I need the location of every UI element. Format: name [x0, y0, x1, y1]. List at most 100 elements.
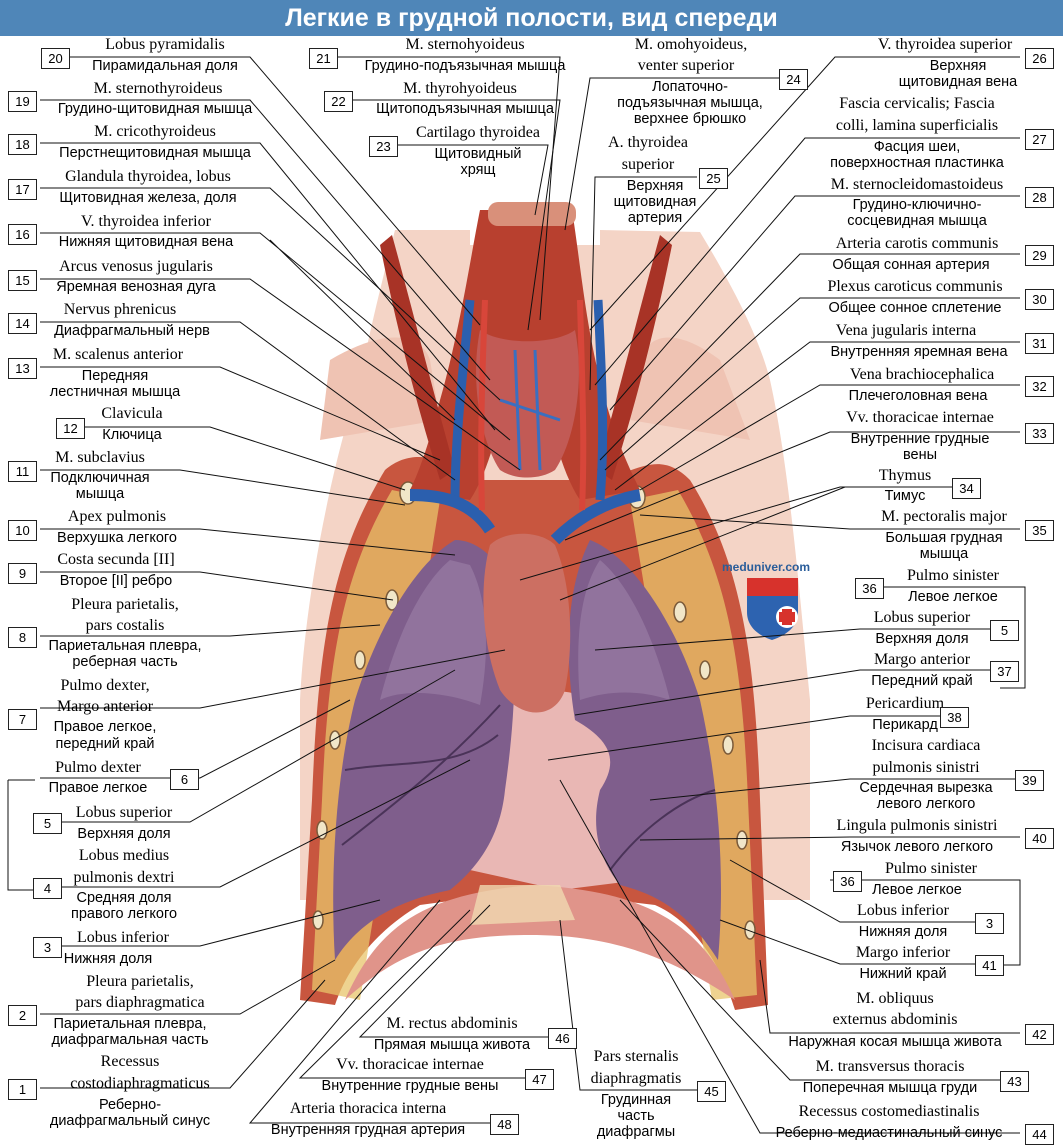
label-ru-23a: Щитовидный: [434, 146, 522, 162]
number-box: 10: [8, 520, 37, 541]
label-ru-24c: верхнее брюшко: [633, 111, 747, 127]
label-pulmo-sinister: Pulmo sinister: [906, 567, 1000, 584]
number-box: 42: [1025, 1024, 1054, 1045]
label-ru-6: Правое легкое: [48, 780, 148, 796]
number-box: 24: [779, 69, 808, 90]
label-ru-24b: подъязычная мышца,: [617, 95, 763, 111]
label-pleura-costalis-b: pars costalis: [85, 617, 165, 634]
number-box: 44: [1025, 1124, 1054, 1145]
label-ru-11a: Подключичная: [50, 470, 150, 486]
label-ru-28b: сосцевидная мышца: [847, 213, 987, 229]
label-m-sternothyroideus: M. sternothyroideus: [93, 80, 223, 97]
label-lobus-pyramidalis: Lobus pyramidalis: [105, 36, 225, 53]
label-v-thyroidea-inferior: V. thyroidea inferior: [81, 213, 211, 230]
label-ru-45b: часть: [617, 1108, 655, 1124]
number-box: 35: [1025, 520, 1054, 541]
number-box: 38: [940, 707, 969, 728]
label-ru-16: Нижняя щитовидная вена: [58, 234, 234, 250]
label-m-pectoralis-major: M. pectoralis major: [881, 508, 1007, 525]
number-box: 46: [548, 1028, 577, 1049]
number-box: 30: [1025, 289, 1054, 310]
label-ru-36b: Левое легкое: [872, 882, 962, 898]
carotid-artery: [577, 299, 587, 511]
label-ru-26a: Верхняя: [929, 58, 987, 74]
label-apex-pulmonis: Apex pulmonis: [67, 508, 167, 525]
label-pleura-diaphragmatica-a: Pleura parietalis,: [86, 973, 194, 990]
label-ru-33a: Внутренние грудные: [850, 431, 990, 447]
label-margo-inferior: Margo inferior: [855, 944, 951, 961]
number-box: 39: [1015, 770, 1044, 791]
label-ru-25a: Верхняя: [626, 178, 684, 194]
number-box: 3: [975, 913, 1004, 934]
number-box: 45: [697, 1081, 726, 1102]
right-lung-fissure: [344, 734, 499, 771]
label-m-rectus-abdominis: M. rectus abdominis: [386, 1015, 518, 1032]
number-box: 26: [1025, 48, 1054, 69]
number-box: 2: [8, 1005, 37, 1026]
label-a-thyroidea-superior-b: superior: [621, 156, 675, 173]
label-ru-5s: Верхняя доля: [875, 631, 969, 647]
number-box: 8: [8, 627, 37, 648]
number-box: 7: [8, 709, 37, 730]
number-box: 43: [1000, 1071, 1029, 1092]
label-pulmo-sinister-2: Pulmo sinister: [884, 860, 978, 877]
label-ru-23b: хрящ: [460, 162, 496, 178]
number-box: 4: [33, 878, 62, 899]
number-box: 18: [8, 134, 37, 155]
label-pulmo-dexter: Pulmo dexter: [55, 759, 141, 776]
label-nervus-phrenicus: Nervus phrenicus: [63, 301, 177, 318]
label-ru-2a: Париетальная плевра,: [53, 1016, 207, 1032]
label-m-sternocleidomastoideus: M. sternocleidomastoideus: [830, 176, 1004, 193]
label-vv-thoracicae-internae: Vv. thoracicae internae: [846, 409, 994, 426]
label-m-thyrohyoideus: M. thyrohyoideus: [403, 80, 517, 97]
number-box: 12: [56, 418, 85, 439]
label-ru-14: Диафрагмальный нерв: [54, 323, 210, 339]
label-m-subclavius: M. subclavius: [55, 449, 145, 466]
label-m-transversus-thoracis: M. transversus thoracis: [815, 1058, 965, 1075]
label-ru-47: Внутренние грудные вены: [321, 1078, 499, 1094]
label-ru-30: Общее сонное сплетение: [828, 300, 1002, 316]
label-arteria-thoracica-interna: Arteria thoracica interna: [289, 1100, 447, 1117]
label-ru-24a: Лопаточно-: [652, 79, 728, 95]
number-box: 9: [8, 563, 37, 584]
label-ru-21: Грудино-подъязычная мышца: [364, 58, 566, 74]
skin-shade: [630, 337, 750, 440]
label-lobus-inferior-dexter: Lobus inferior: [77, 929, 169, 946]
number-box: 37: [990, 661, 1019, 682]
label-ru-27a: Фасция шеи,: [873, 139, 961, 155]
carotid-artery: [478, 299, 488, 511]
number-box: 5: [990, 620, 1019, 641]
leader-lines: [7, 56, 1026, 1134]
label-ru-36: Левое легкое: [908, 589, 998, 605]
number-box: 16: [8, 224, 37, 245]
label-ru-19: Грудино-щитовидная мышца: [57, 101, 253, 117]
number-box: 31: [1025, 333, 1054, 354]
label-ru-1b: диафрагмальный синус: [49, 1113, 211, 1129]
label-ru-11b: мышца: [75, 486, 125, 502]
label-ru-10: Верхушка легкого: [57, 530, 177, 546]
label-margo-anterior: Margo anterior: [873, 651, 971, 668]
label-clavicula: Clavicula: [101, 405, 163, 422]
label-ru-26b: щитовидная вена: [898, 74, 1018, 90]
label-ru-35a: Большая грудная: [885, 530, 1003, 546]
number-box: 13: [8, 358, 37, 379]
label-ru-15: Яремная венозная дуга: [56, 279, 216, 295]
internal-jugular-vein: [593, 299, 608, 501]
label-ru-33b: вены: [902, 447, 938, 463]
label-plexus-caroticus: Plexus caroticus communis: [827, 278, 1003, 295]
label-pulmo-dexter-margo-b: Margo anterior: [56, 698, 154, 715]
thymus: [483, 533, 571, 713]
number-box: 23: [369, 136, 398, 157]
site-logo: [747, 578, 798, 640]
label-pulmo-dexter-margo-a: Pulmo dexter,: [60, 677, 150, 694]
label-ru-48: Внутренняя грудная артерия: [270, 1122, 466, 1138]
diaphragm-tendon: [470, 885, 575, 925]
label-ru-45c: диафрагмы: [596, 1124, 676, 1140]
label-ru-44: Реберно-медиастинальный синус: [775, 1125, 1003, 1141]
label-ru-7b: передний край: [55, 736, 155, 752]
number-box: 48: [490, 1114, 519, 1135]
label-ru-3s: Нижняя доля: [858, 924, 948, 940]
label-ru-40: Язычок левого легкого: [840, 839, 994, 855]
label-incisura-cardiaca-a: Incisura cardiaca: [871, 737, 981, 754]
